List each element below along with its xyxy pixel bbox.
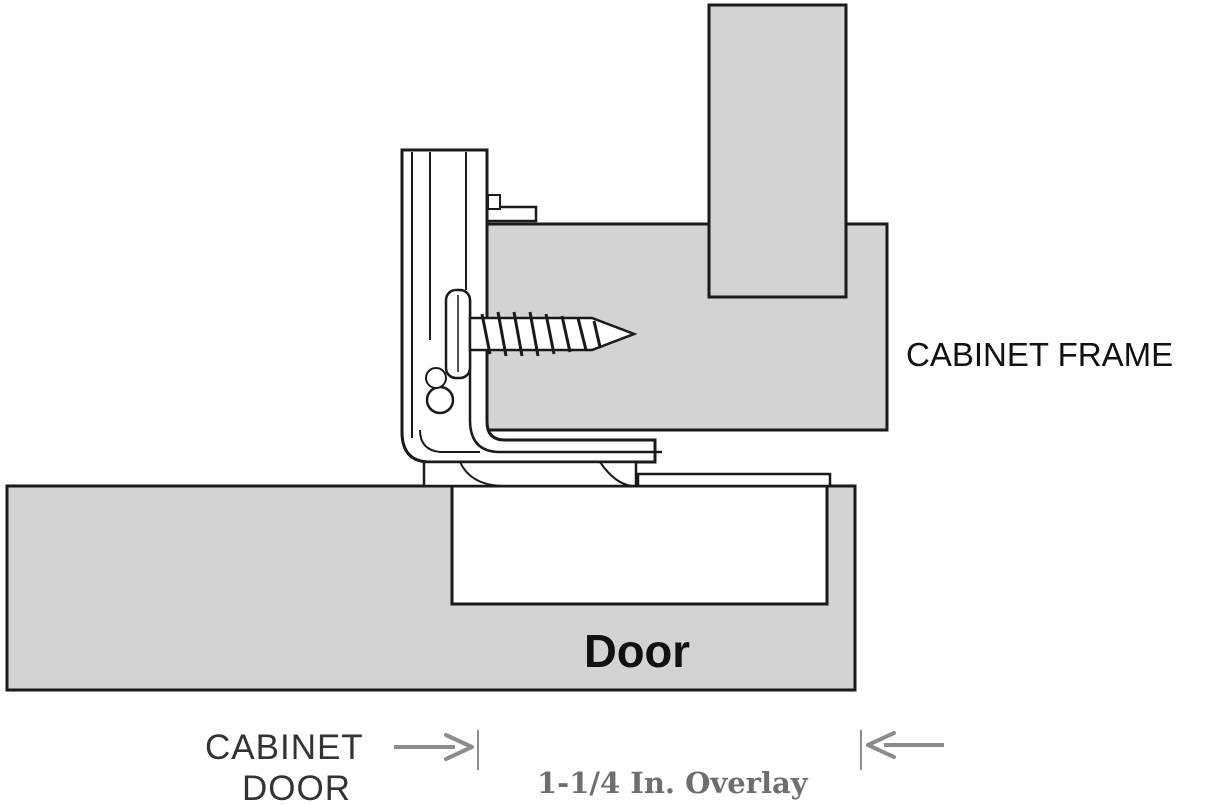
door-label: Door xyxy=(584,625,690,677)
overlay-label: 1-1/4 In. Overlay xyxy=(537,766,809,800)
screw xyxy=(468,311,638,357)
cabinet-frame-label: CABINET FRAME xyxy=(906,336,1173,373)
cabinet-door-label-line1: CABINET xyxy=(205,728,364,767)
cabinet-frame-stile xyxy=(707,3,848,299)
hinge-assembly xyxy=(400,148,662,488)
hinge-mounting-plate xyxy=(636,472,832,488)
door-hinge-recess xyxy=(450,484,829,606)
left-arrow xyxy=(394,733,474,761)
cabinet-door-label-line2: DOOR xyxy=(242,769,351,806)
right-arrow xyxy=(866,731,944,759)
hinge-pivot-pin xyxy=(425,385,455,415)
hinge-cup xyxy=(422,460,638,488)
